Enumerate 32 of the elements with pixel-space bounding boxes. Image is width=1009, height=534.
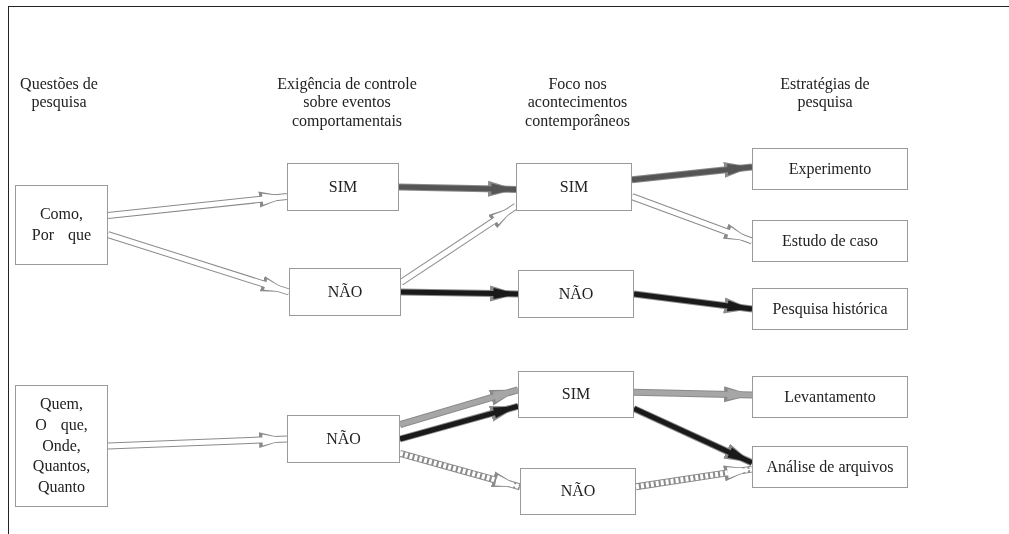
answer-box — [752, 376, 908, 418]
answer-box — [15, 385, 108, 507]
answer-box — [752, 288, 908, 330]
answer-box — [287, 415, 400, 463]
answer-box — [518, 270, 634, 318]
box-label: SIM — [328, 176, 358, 197]
answer-box — [520, 468, 636, 515]
answer-box — [752, 220, 908, 262]
box-label: Estudo de caso — [782, 230, 878, 251]
box-label: NÃO — [327, 281, 363, 302]
column-header: Questões de pesquisa — [19, 75, 99, 112]
box-label: SIM — [559, 176, 589, 197]
answer-box — [752, 148, 908, 190]
answer-box — [289, 268, 401, 316]
box-label: Quem, O que, Onde, Quantos, Quanto — [31, 394, 92, 498]
column-header: Foco nos acontecimentos contemporâneos — [524, 75, 631, 131]
box-label: Levantamento — [784, 386, 876, 407]
box-label: NÃO — [560, 481, 596, 502]
box-label: SIM — [561, 384, 591, 405]
column-header: Exigência de controle sobre eventos comportamentais — [276, 75, 418, 131]
box-label: Como, Por que — [30, 204, 93, 246]
box-label: NÃO — [326, 428, 361, 449]
box-label: Pesquisa histórica — [772, 298, 888, 320]
box-label: NÃO — [558, 283, 594, 304]
answer-box — [752, 446, 908, 488]
box-label: Experimento — [788, 158, 872, 180]
answer-box — [15, 185, 108, 265]
column-header: Estratégias de pesquisa — [779, 75, 871, 112]
answer-box — [518, 371, 634, 418]
answer-box — [516, 163, 632, 211]
answer-box — [287, 163, 399, 211]
box-label: Análise de arquivos — [766, 456, 894, 478]
